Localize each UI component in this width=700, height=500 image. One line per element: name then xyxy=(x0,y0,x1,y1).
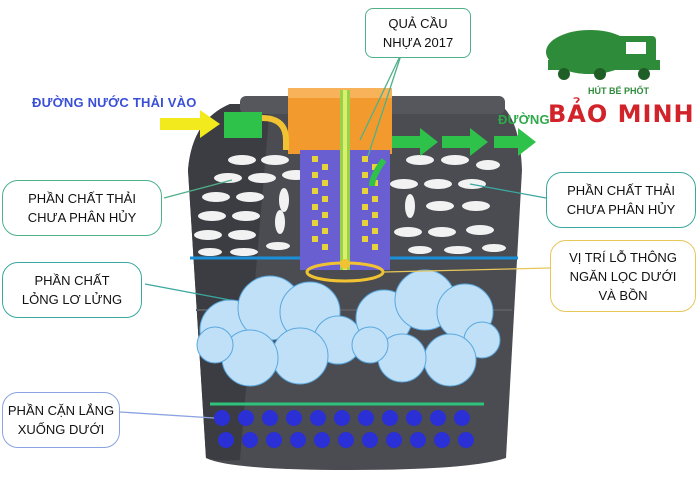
callout-suspended: PHẦN CHẤT LỎNG LƠ LỬNG xyxy=(2,262,142,318)
outflow-arrow-2 xyxy=(442,128,488,156)
callout-waste-right-line1: PHẦN CHẤT THẢI xyxy=(567,183,675,198)
outflow-label: ĐƯỜNG xyxy=(498,112,550,127)
callout-plastic-ball-line2: NHỰA 2017 xyxy=(382,35,454,50)
central-pipe-core xyxy=(343,90,347,270)
callout-sediment-line1: PHẦN CẶN LẮNG xyxy=(7,403,115,418)
callout-suspended-line2: LỎNG LƠ LỬNG xyxy=(21,292,123,307)
callout-waste-right: PHẦN CHẤT THẢI CHƯA PHÂN HỦY xyxy=(546,172,696,228)
outflow-arrow-3 xyxy=(494,128,536,156)
callout-waste-left-line1: PHẦN CHẤT THẢI xyxy=(28,191,136,206)
inflow-pipe xyxy=(224,112,262,138)
callout-vent-line2: NGĂN LỌC DƯỚI xyxy=(569,268,677,284)
callout-vent-position: VỊ TRÍ LỖ THÔNG NGĂN LỌC DƯỚI VÀ BỒN xyxy=(550,240,696,312)
vent-ring-marker xyxy=(340,259,350,269)
callout-waste-left: PHẦN CHẤT THẢI CHƯA PHÂN HỦY xyxy=(2,180,162,236)
callout-vent-line1: VỊ TRÍ LỖ THÔNG xyxy=(569,249,677,265)
callout-waste-left-line2: CHƯA PHÂN HỦY xyxy=(27,210,137,225)
callout-suspended-line1: PHẦN CHẤT xyxy=(34,273,110,288)
callout-plastic-ball: QUẢ CẦU NHỰA 2017 xyxy=(365,8,471,58)
callout-vent-line3: VÀ BỒN xyxy=(598,287,648,303)
inflow-label: ĐƯỜNG NƯỚC THẢI VÀO xyxy=(32,95,197,110)
callout-sediment: PHẦN CẶN LẮNG XUỐNG DƯỚI xyxy=(2,392,120,448)
inflow-pipe-bend xyxy=(261,115,289,150)
outflow-arrow-1 xyxy=(392,128,438,156)
waste-chips-right xyxy=(390,155,506,254)
callout-connectors xyxy=(119,51,551,419)
suspended-cloud-right xyxy=(351,269,501,387)
suspended-cloud-left xyxy=(196,275,363,387)
callout-plastic-ball-line1: QUẢ CẦU xyxy=(388,16,448,31)
brand-name: BẢO MINH xyxy=(548,100,695,128)
truck-logo xyxy=(546,30,660,80)
brand-tagline: HÚT BỂ PHỐT xyxy=(588,86,650,96)
callout-sediment-line2: XUỐNG DƯỚI xyxy=(17,422,105,437)
return-arrow xyxy=(369,158,387,187)
callout-waste-right-line2: CHƯA PHÂN HỦY xyxy=(566,202,676,217)
filter-balls xyxy=(312,156,378,250)
inflow-arrow xyxy=(160,110,220,138)
sediment-particles xyxy=(214,410,474,448)
waste-chips-left xyxy=(194,155,310,256)
